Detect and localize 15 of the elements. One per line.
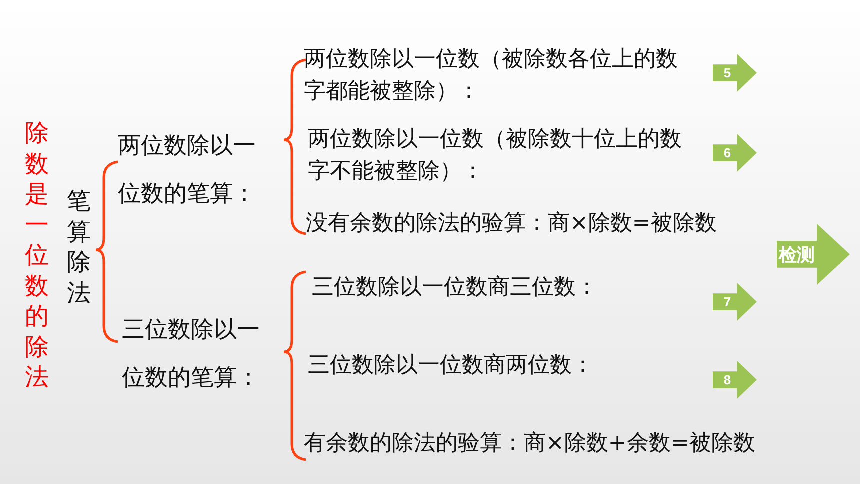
vertical-title: 除数是一位数的除法 (22, 118, 52, 392)
vertical-heading: 笔算除法 (64, 186, 94, 308)
topic-text: 有余数的除法的验算：商×除数+余数=被除数 (304, 428, 834, 460)
arrow-label: 5 (722, 66, 732, 80)
arrow-label: 检测 (779, 244, 815, 266)
topic-text: 三位数除以一位数商两位数： (308, 350, 668, 382)
topic-text: 两位数除以一位数（被除数十位上的数字不能被整除）： (308, 124, 688, 188)
arrow-label: 8 (722, 372, 732, 388)
topic-text: 两位数除以一位数（被除数各位上的数字都能被整除）： (304, 44, 684, 108)
topic-text: 三位数除以一位数商三位数： (312, 272, 672, 304)
arrow-label: 6 (722, 146, 732, 160)
arrow-label: 7 (722, 294, 732, 310)
branch-heading: 两位数除以一位数的笔算： (118, 122, 268, 218)
topic-text: 没有余数的除法的验算：商×除数=被除数 (306, 208, 786, 240)
branch-heading: 三位数除以一位数的笔算： (122, 306, 272, 402)
